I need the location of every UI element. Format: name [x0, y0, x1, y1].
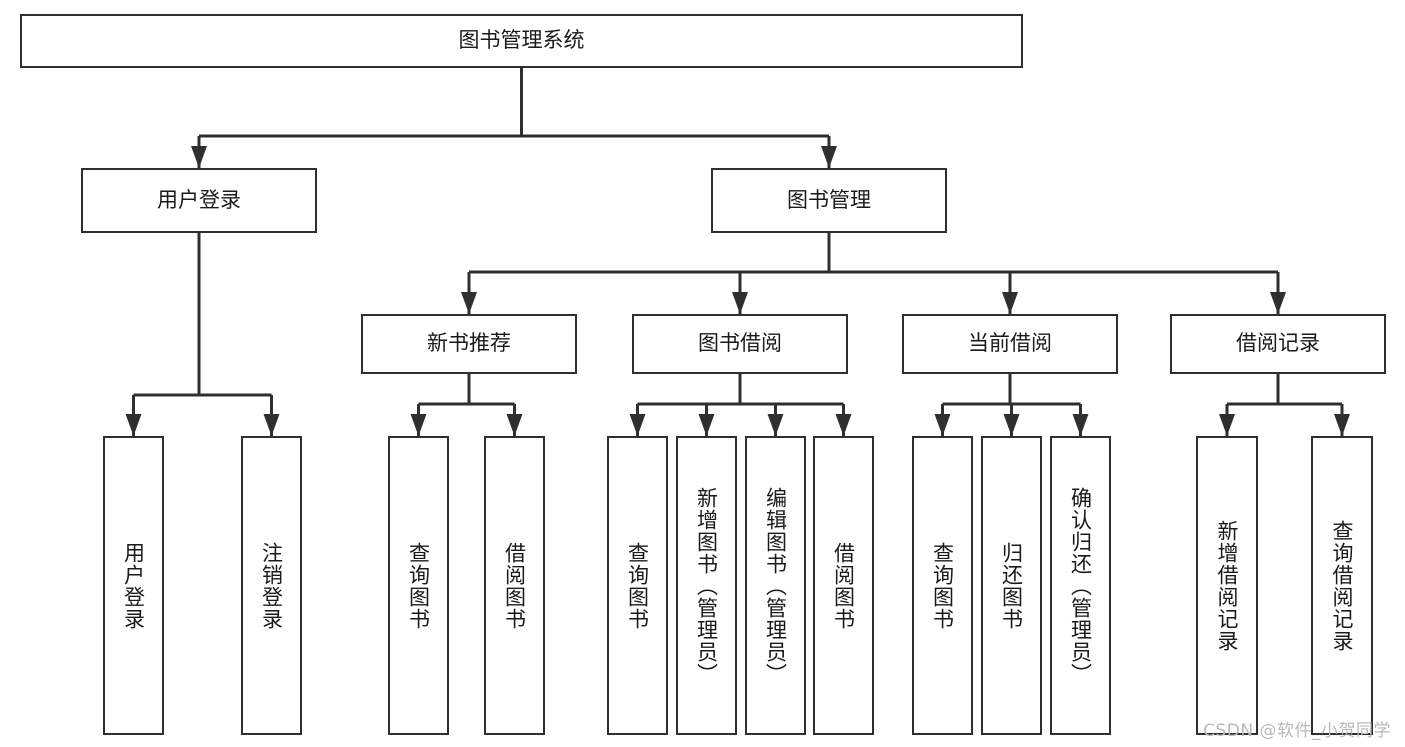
node-label-leaf-query-record: 查询借阅记录 — [1330, 519, 1355, 652]
node-borrow-record[interactable]: 借阅记录 — [1170, 314, 1386, 374]
node-label-leaf-logout: 注销登录 — [259, 541, 284, 630]
arrowhead-user-login — [191, 146, 207, 168]
arrowhead-leaf-query-book-3 — [934, 414, 951, 436]
node-label-root: 图书管理系统 — [458, 28, 585, 53]
arrowhead-leaf-edit-book — [767, 414, 784, 436]
arrowhead-leaf-user-login — [125, 414, 142, 436]
node-label-leaf-borrow-book-2: 借阅图书 — [831, 541, 856, 630]
node-label-user-login: 用户登录 — [157, 187, 241, 212]
node-leaf-return-book[interactable]: 归还图书 — [981, 436, 1042, 735]
watermark: CSDN @软件_小贺同学 — [1203, 721, 1391, 741]
arrowhead-current-borrow — [1002, 292, 1018, 314]
node-leaf-confirm-return[interactable]: 确认归还（管理员） — [1050, 436, 1111, 735]
arrowhead-new-book-rec — [461, 292, 477, 314]
node-leaf-add-record[interactable]: 新增借阅记录 — [1196, 436, 1258, 735]
node-label-leaf-add-book: 新增图书（管理员） — [694, 486, 719, 685]
node-leaf-query-record[interactable]: 查询借阅记录 — [1311, 436, 1373, 735]
node-label-leaf-confirm-return: 确认归还（管理员） — [1068, 486, 1093, 685]
node-label-leaf-borrow-book-1: 借阅图书 — [502, 541, 527, 630]
arrowhead-leaf-query-record — [1334, 414, 1350, 436]
node-user-login[interactable]: 用户登录 — [81, 168, 317, 233]
node-book-manage[interactable]: 图书管理 — [711, 168, 947, 233]
node-label-book-borrow: 图书借阅 — [698, 331, 782, 356]
node-leaf-add-book[interactable]: 新增图书（管理员） — [676, 436, 737, 735]
node-label-leaf-query-book-1: 查询图书 — [406, 541, 431, 630]
node-leaf-query-book-1[interactable]: 查询图书 — [388, 436, 449, 735]
node-label-leaf-user-login: 用户登录 — [121, 541, 146, 630]
arrowhead-leaf-logout — [263, 414, 280, 436]
node-label-leaf-query-book-3: 查询图书 — [930, 541, 955, 630]
node-label-leaf-query-book-2: 查询图书 — [625, 541, 650, 630]
node-label-borrow-record: 借阅记录 — [1236, 331, 1320, 356]
node-leaf-logout[interactable]: 注销登录 — [241, 436, 302, 735]
node-label-book-manage: 图书管理 — [787, 187, 871, 212]
arrowhead-leaf-confirm-return — [1072, 414, 1089, 436]
node-leaf-query-book-3[interactable]: 查询图书 — [912, 436, 973, 735]
node-current-borrow[interactable]: 当前借阅 — [902, 314, 1118, 374]
arrowhead-leaf-borrow-book-1 — [506, 414, 523, 436]
node-label-new-book-rec: 新书推荐 — [427, 331, 511, 356]
node-leaf-user-login[interactable]: 用户登录 — [103, 436, 164, 735]
arrowhead-book-borrow — [732, 292, 748, 314]
node-leaf-borrow-book-2[interactable]: 借阅图书 — [813, 436, 874, 735]
node-leaf-query-book-2[interactable]: 查询图书 — [607, 436, 668, 735]
arrowhead-leaf-borrow-book-2 — [835, 414, 852, 436]
node-leaf-borrow-book-1[interactable]: 借阅图书 — [484, 436, 545, 735]
node-leaf-edit-book[interactable]: 编辑图书（管理员） — [745, 436, 806, 735]
node-book-borrow[interactable]: 图书借阅 — [632, 314, 848, 374]
arrowhead-leaf-return-book — [1003, 414, 1020, 436]
arrowhead-leaf-add-book — [698, 414, 715, 436]
arrowhead-book-manage — [821, 146, 837, 168]
node-label-leaf-add-record: 新增借阅记录 — [1215, 519, 1240, 652]
node-new-book-rec[interactable]: 新书推荐 — [361, 314, 577, 374]
node-label-leaf-edit-book: 编辑图书（管理员） — [763, 486, 788, 685]
arrowhead-leaf-add-record — [1219, 414, 1235, 436]
arrowhead-leaf-query-book-1 — [410, 414, 427, 436]
node-label-current-borrow: 当前借阅 — [968, 331, 1052, 356]
arrowhead-borrow-record — [1270, 292, 1286, 314]
node-label-leaf-return-book: 归还图书 — [999, 541, 1024, 630]
arrowhead-leaf-query-book-2 — [629, 414, 646, 436]
edge-group — [125, 68, 1350, 436]
node-root[interactable]: 图书管理系统 — [20, 14, 1023, 68]
